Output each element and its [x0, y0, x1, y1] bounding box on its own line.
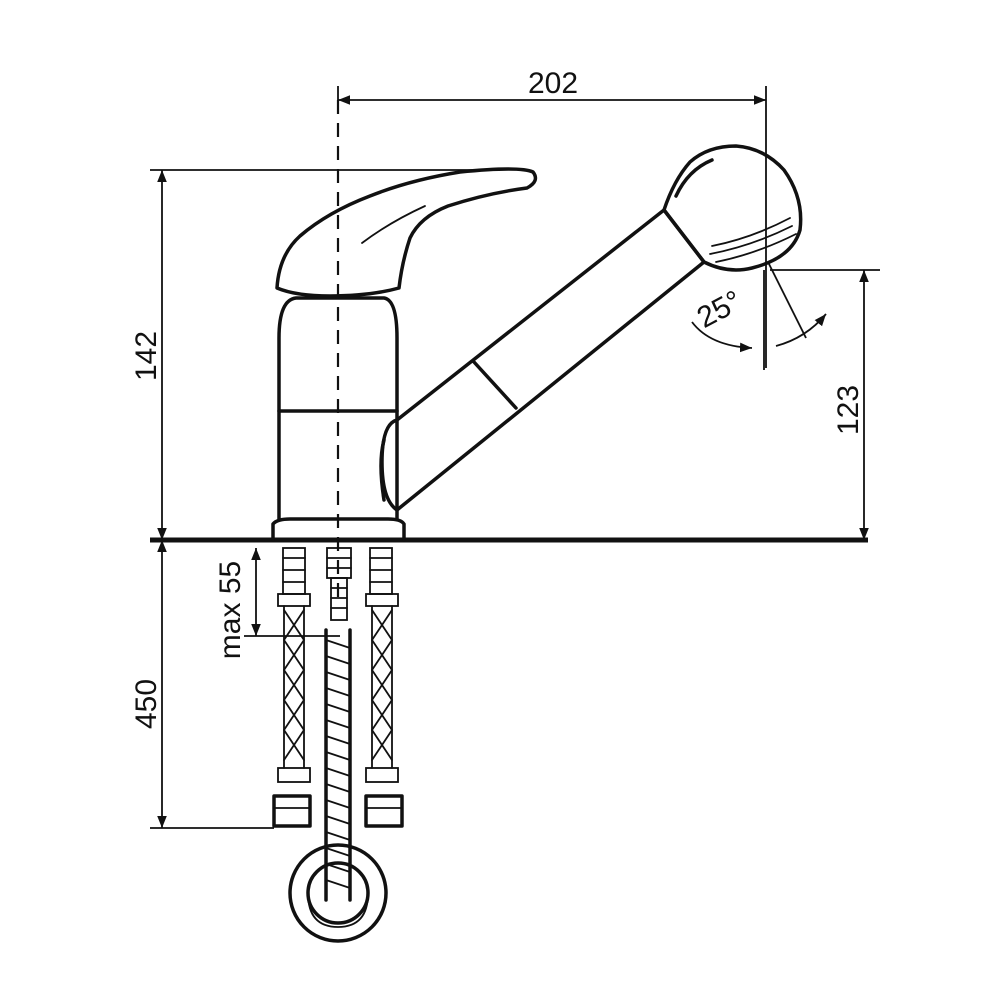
lever-handle — [275, 167, 538, 298]
dimension-spray-angle: 25° — [691, 261, 827, 370]
spout-reach-label: 202 — [528, 67, 578, 100]
spray-angle-label: 25° — [692, 284, 748, 334]
dimension-spout-height: 123 — [770, 269, 880, 540]
right-supply-hose — [364, 547, 404, 828]
left-supply-hose — [272, 547, 312, 828]
dimension-max-mount-thickness: max 55 — [214, 548, 340, 659]
mounting-stud — [326, 547, 352, 621]
pull-out-spout — [379, 208, 706, 512]
total-height-label: 142 — [130, 331, 163, 381]
spray-hose-loop — [288, 628, 388, 943]
max-mount-thickness-label: max 55 — [214, 561, 247, 659]
spray-head — [662, 144, 803, 272]
spout-height-label: 123 — [832, 385, 865, 435]
dimension-spout-reach: 202 — [337, 67, 767, 368]
dimension-hose-length: 450 — [130, 540, 274, 829]
hose-length-label: 450 — [130, 679, 163, 729]
dimension-total-height: 142 — [130, 169, 500, 540]
